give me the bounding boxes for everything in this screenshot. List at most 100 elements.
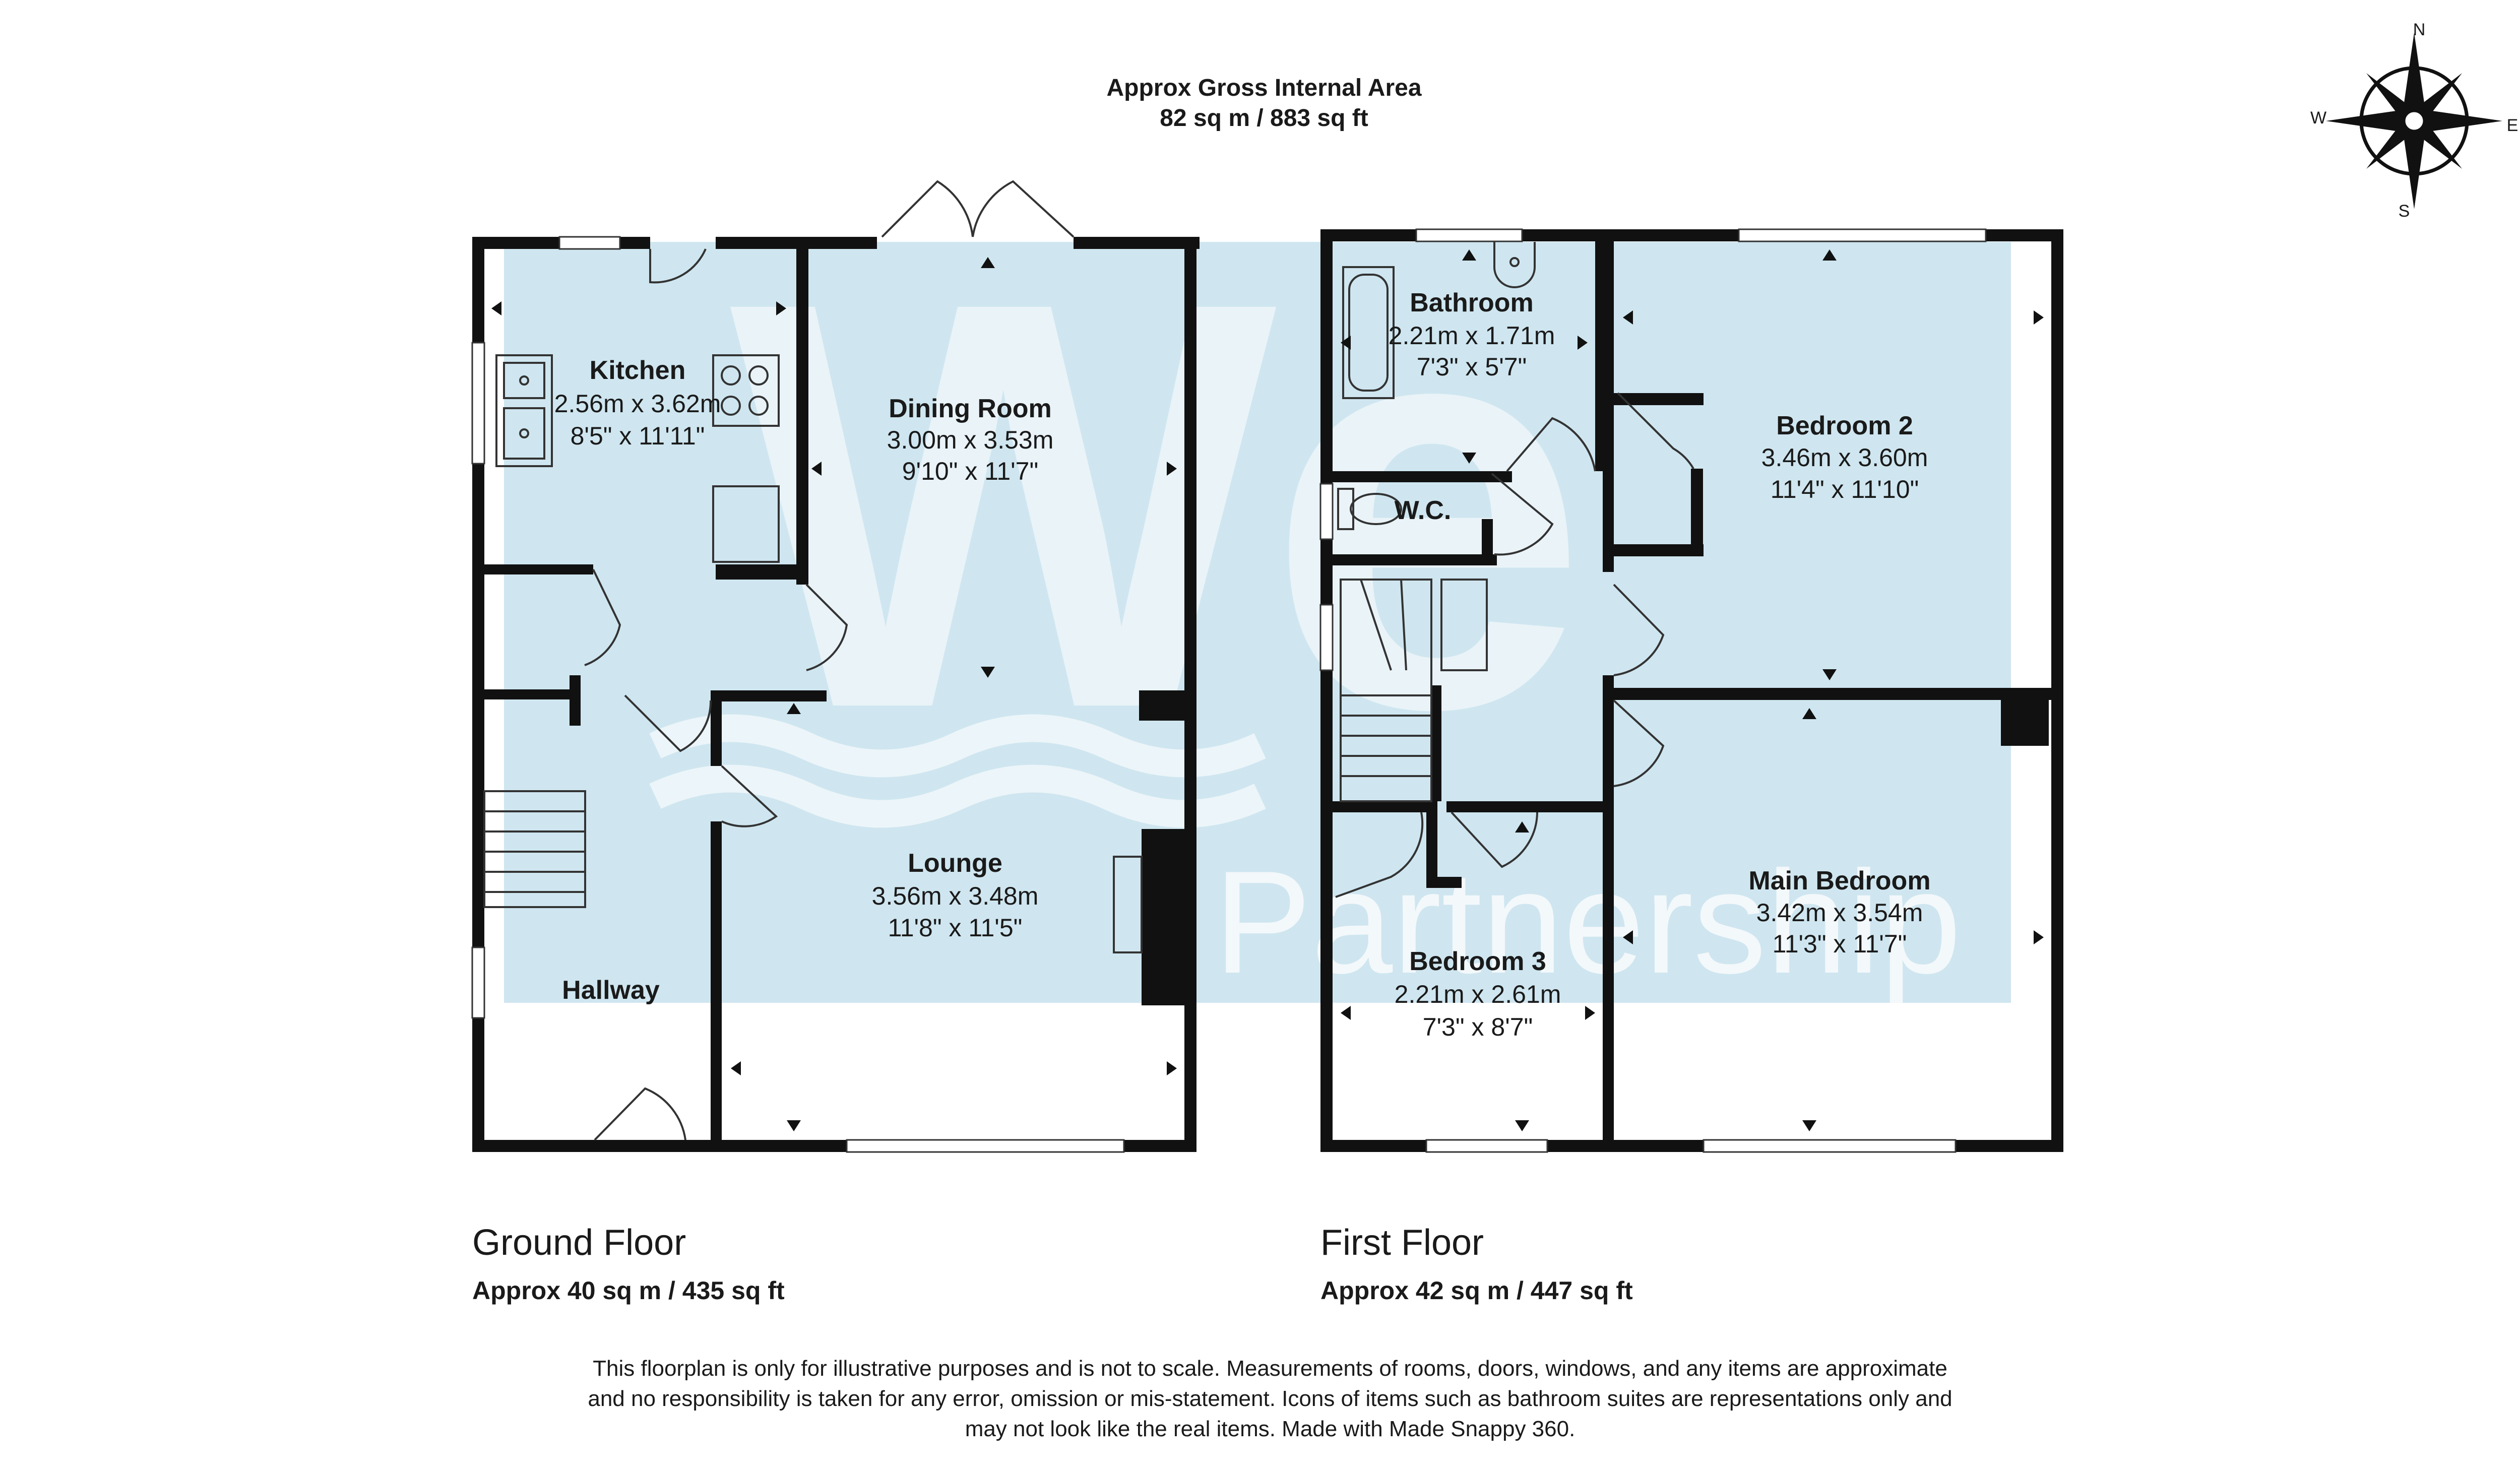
hallway-label: Hallway (562, 976, 660, 1005)
ff-window-bedroom3 (1425, 1139, 1548, 1153)
first-floor-title: First Floor (1320, 1223, 1484, 1263)
wc-label: W.C. (1395, 496, 1452, 525)
ff-wall-west (1320, 229, 1333, 1151)
watermark-subtitle: Partnership (1214, 841, 1962, 1004)
ff-basin-icon (1493, 242, 1536, 288)
dining-room-metric: 3.00m x 3.53m (887, 426, 1054, 454)
gf-door-kitchen-hall (624, 694, 712, 752)
gf-wall-store-top (472, 564, 593, 574)
ff-wall-south-1 (1320, 1140, 1426, 1152)
compass-west: W (2310, 108, 2326, 127)
main-bedroom-label: Main Bedroom (1748, 866, 1930, 895)
kitchen-label: Kitchen (590, 356, 686, 385)
gf-wall-lounge-west-1 (711, 690, 722, 766)
watermark-wave-1 (649, 714, 1266, 778)
bedroom3-imperial: 7'3" x 8'7" (1423, 1013, 1533, 1041)
ff-wardrobe-east (1691, 469, 1703, 554)
ff-window-bedroom2 (1738, 228, 1987, 242)
gf-wall-lounge-west-2 (711, 821, 722, 1149)
ff-door-main-bedroom (1613, 699, 1665, 787)
ff-wall-bed3-top-2 (1446, 801, 1613, 812)
lounge-imperial: 11'8" x 11'5" (888, 914, 1023, 942)
watermark: We Partnership (504, 181, 2011, 1004)
gross-area-title: Approx Gross Internal Area (1106, 75, 1421, 101)
dining-room-label: Dining Room (889, 394, 1052, 423)
bedroom3-metric: 2.21m x 2.61m (1395, 980, 1561, 1008)
ff-door-cupboard (1335, 812, 1424, 898)
ff-wall-wc-east (1482, 519, 1493, 564)
ff-wall-wc-bottom (1320, 554, 1497, 565)
watermark-logo-text: We (730, 181, 1589, 828)
compass-south: S (2399, 202, 2410, 221)
ground-floor-title: Ground Floor (472, 1223, 686, 1263)
ff-window-main-bedroom (1703, 1139, 1957, 1153)
first-floor-area: Approx 42 sq m / 447 sq ft (1320, 1276, 1633, 1305)
ground-floor-area: Approx 40 sq m / 435 sq ft (472, 1276, 785, 1305)
gf-staircase (483, 790, 586, 908)
gross-area-value: 82 sq m / 883 sq ft (1160, 105, 1368, 132)
gf-fireplace-icon (1113, 856, 1143, 953)
lounge-label: Lounge (908, 849, 1002, 878)
bedroom3-label: Bedroom 3 (1409, 947, 1546, 976)
gf-chimney-breast (1142, 829, 1184, 1005)
ff-wall-landing-east (1603, 675, 1614, 789)
lounge-metric: 3.56m x 3.48m (872, 882, 1039, 910)
bedroom2-metric: 3.46m x 3.60m (1761, 443, 1928, 472)
ff-wall-main-west (1603, 786, 1614, 1151)
main-bedroom-metric: 3.42m x 3.54m (1756, 899, 1923, 927)
ff-staircase (1340, 579, 1488, 802)
gf-wall-north-dining-1 (796, 237, 877, 249)
ff-dimension-arrows (1341, 249, 2044, 1131)
ff-wall-bath-bottom (1320, 471, 1512, 482)
gf-dimension-arrows (491, 257, 1177, 1131)
bathroom-imperial: 7'3" x 5'7" (1417, 353, 1527, 381)
watermark-wave-2 (649, 764, 1266, 828)
watermark-band (504, 242, 2011, 1003)
compass-east: E (2507, 116, 2518, 135)
ff-wall-south-2 (1547, 1140, 1704, 1152)
gf-wall-south-hall-1 (472, 1140, 694, 1152)
disclaimer-line-1: This floorplan is only for illustrative … (593, 1356, 1947, 1381)
ff-wall-bed2-bottom (1603, 688, 2063, 700)
bedroom2-imperial: 11'4" x 11'10" (1771, 475, 1919, 503)
gf-door-front (594, 1087, 686, 1141)
gf-wall-south-mid (716, 1140, 847, 1152)
first-floor-plan: Bathroom 2.21m x 1.71m 7'3" x 5'7" W.C. … (1319, 228, 2063, 1153)
compass-rose-icon: N E S W (2310, 20, 2518, 221)
ff-door-bathroom (1506, 417, 1596, 472)
gf-window-kitchen-north (558, 236, 621, 250)
gf-chimney-top (1139, 690, 1184, 721)
gf-kitchen-unit-base (716, 564, 796, 580)
gf-hob-icon (712, 354, 780, 427)
kitchen-metric: 2.56m x 3.62m (554, 390, 721, 418)
ff-door-bedroom3 (1451, 811, 1538, 868)
ff-door-bedroom2 (1613, 584, 1665, 676)
gf-door-kitchen-dining (805, 584, 848, 671)
ff-door-wardrobe (1617, 392, 1694, 470)
dining-room-imperial: 9'10" x 11'7" (902, 457, 1039, 485)
gf-wall-kitchen-dining (796, 237, 808, 585)
ff-wall-south-3 (1956, 1140, 2063, 1152)
bathroom-label: Bathroom (1410, 288, 1534, 317)
ff-window-wc (1319, 483, 1334, 540)
gf-french-door-left (881, 180, 974, 238)
ff-wall-north-1 (1320, 229, 1416, 241)
gf-door-lounge (721, 765, 778, 827)
gf-kitchen-sink-icon (495, 354, 553, 467)
ff-cupboard-bottom (1426, 877, 1462, 888)
gf-wall-east (1184, 237, 1196, 1151)
ff-bath-icon (1342, 266, 1395, 399)
gf-wall-lounge-top-2 (796, 690, 827, 701)
ff-cupboard-west (1426, 801, 1437, 882)
gf-door-kitchen-back (649, 248, 707, 284)
ff-wall-north-3 (1986, 229, 2061, 241)
gf-wall-south-lounge (1124, 1140, 1196, 1152)
ff-stair-wall (1430, 685, 1441, 801)
ff-window-landing (1319, 604, 1334, 671)
ff-chimney (2001, 690, 2049, 746)
gf-wall-store-stub (570, 675, 581, 726)
gf-wall-north-kitchen-3 (716, 237, 806, 249)
gf-wall-north-kitchen-2 (620, 237, 650, 249)
kitchen-imperial: 8'5" x 11'11" (571, 422, 705, 450)
